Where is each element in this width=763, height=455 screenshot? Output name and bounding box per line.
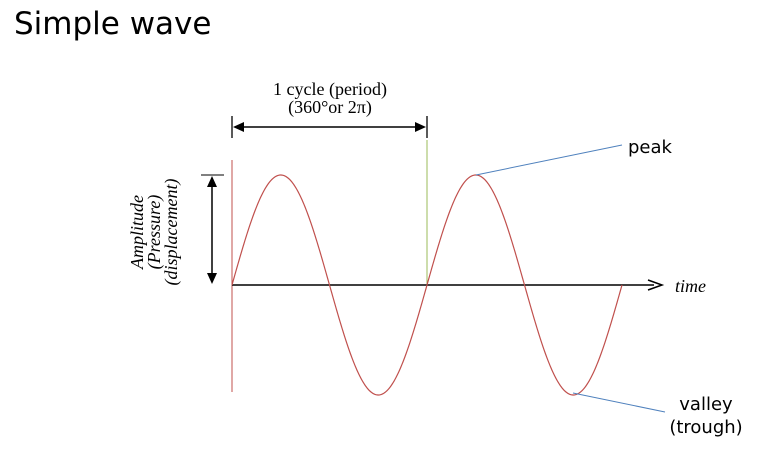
amplitude-label-line2: (Pressure)	[144, 195, 165, 270]
valley-label-line1: valley	[679, 394, 733, 415]
peak-label: peak	[628, 137, 673, 158]
amplitude-arrow	[201, 174, 224, 284]
amplitude-label-line3: (displacement)	[161, 179, 182, 286]
cycle-label-line1: 1 cycle (period)	[273, 79, 387, 100]
amplitude-label: Amplitude (Pressure) (displacement)	[127, 179, 182, 286]
valley-leader-line	[572, 392, 666, 413]
peak-leader-line	[475, 144, 623, 176]
cycle-label-line2: (360°or 2π)	[288, 97, 372, 118]
time-label: time	[675, 276, 706, 296]
valley-label-line2: (trough)	[669, 417, 742, 438]
time-axis	[232, 279, 665, 291]
amplitude-label-line1: Amplitude	[127, 195, 147, 270]
sine-wave	[231, 174, 623, 396]
cycle-arrow	[231, 116, 428, 138]
page-title: Simple wave	[14, 6, 212, 42]
